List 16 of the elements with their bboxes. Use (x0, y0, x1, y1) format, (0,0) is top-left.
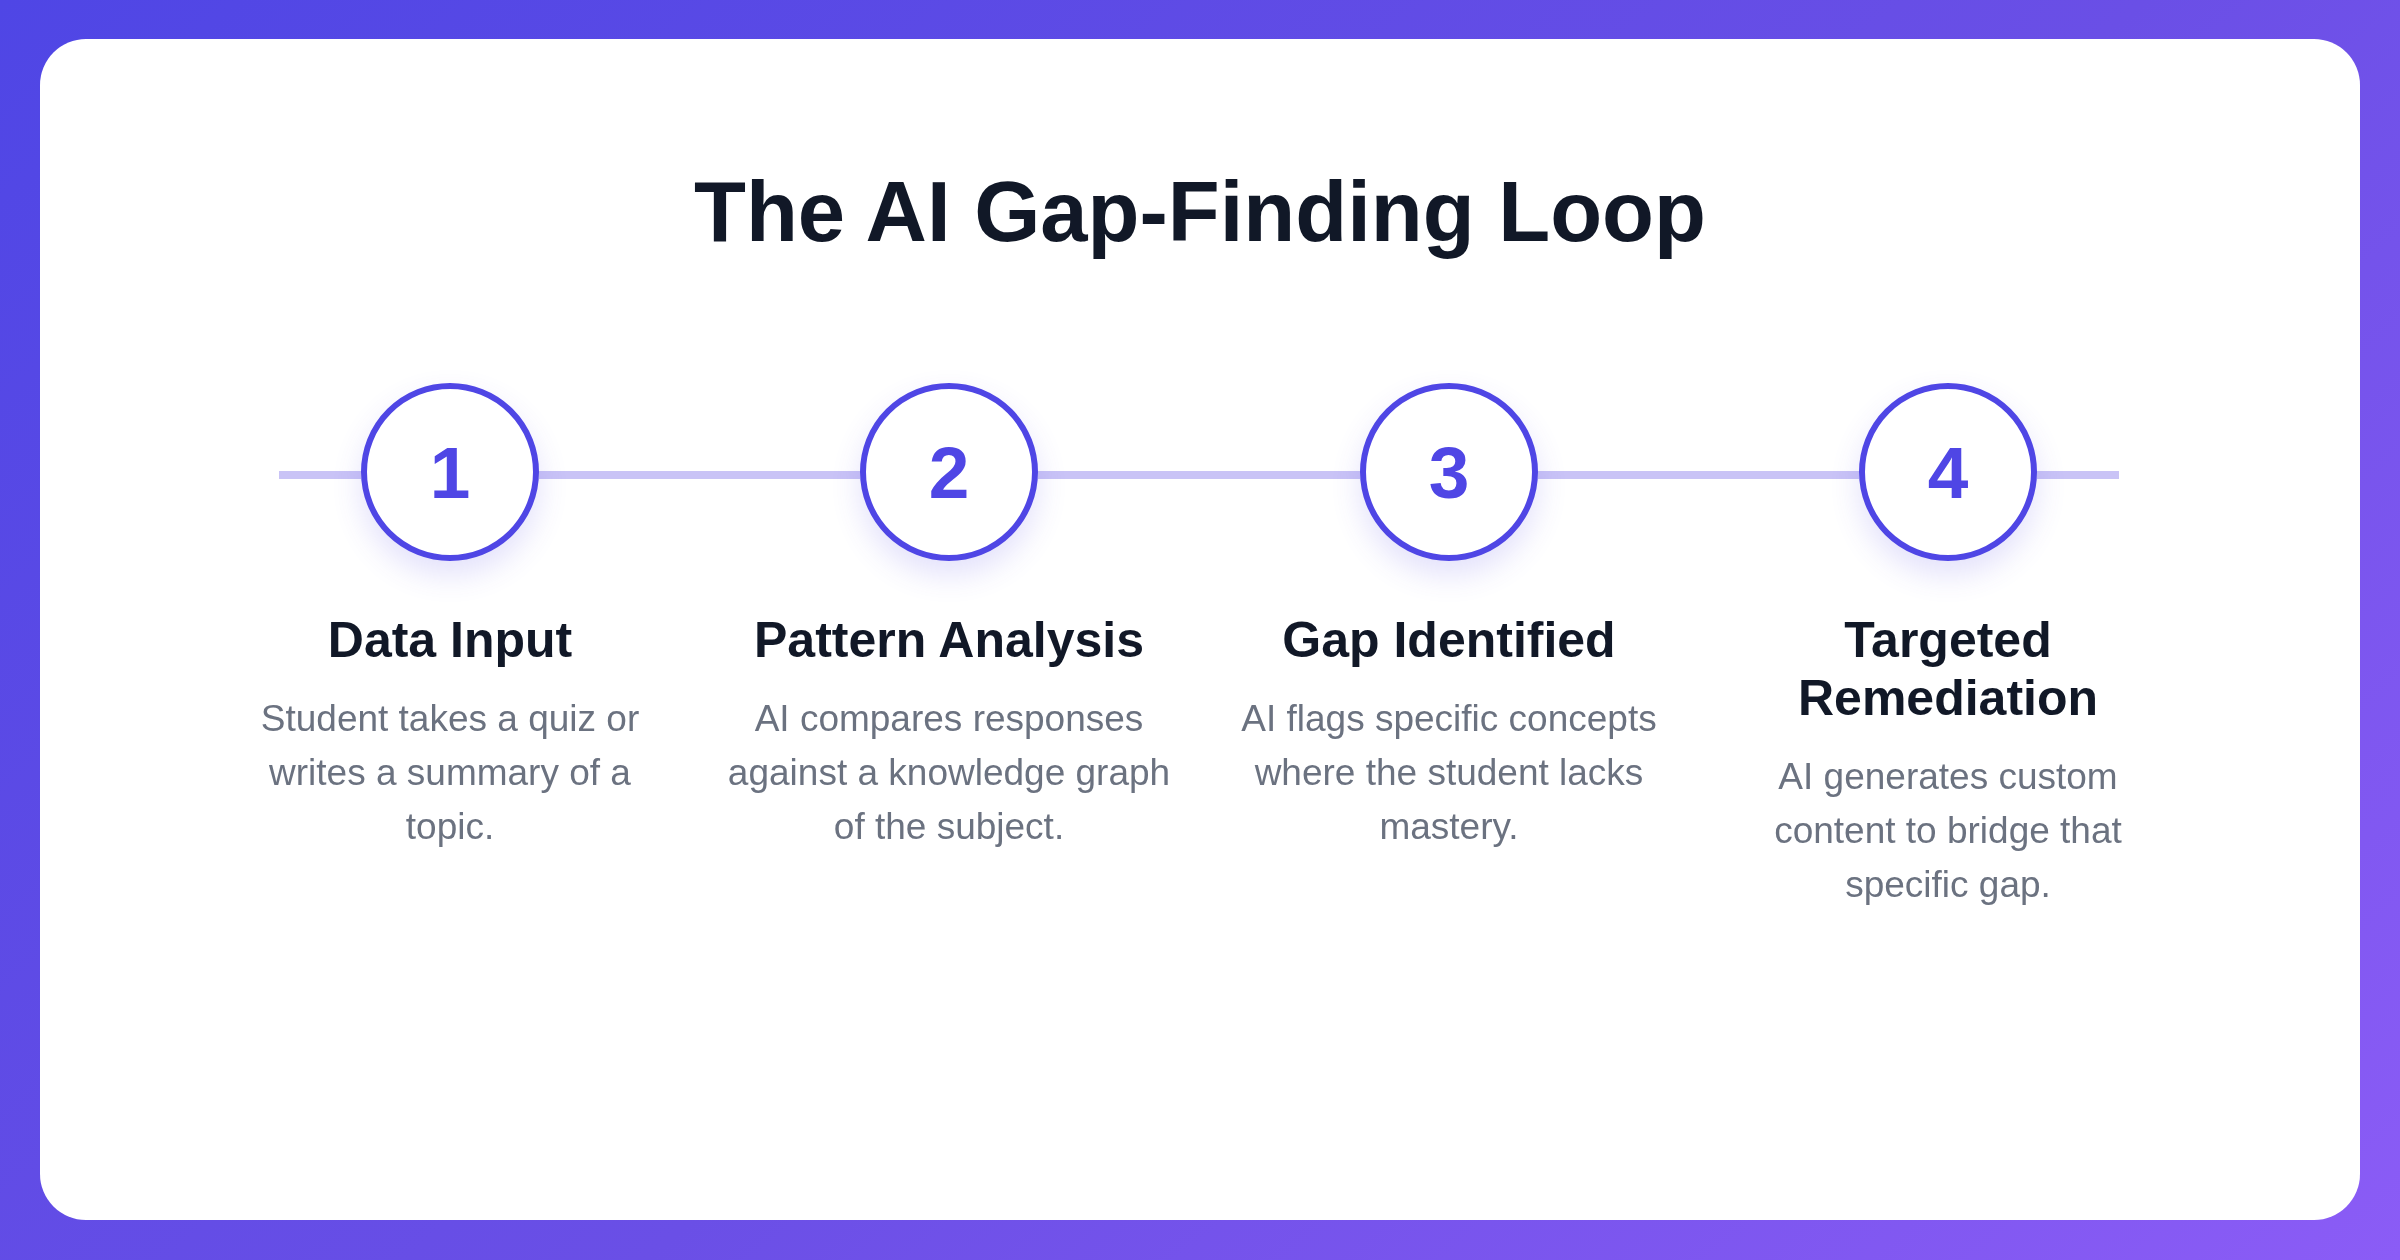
step-number: 4 (1927, 435, 1969, 509)
step-number: 2 (928, 435, 970, 509)
step-heading: Gap Identified (1281, 611, 1617, 669)
connector-line (1538, 471, 1859, 479)
step-number: 1 (429, 435, 471, 509)
connector-line (1038, 471, 1360, 479)
connector-line (539, 471, 860, 479)
step-description: Student takes a quiz or writes a summary of a topic. (259, 697, 641, 849)
step-number: 3 (1428, 435, 1470, 509)
step-heading: Data Input (326, 611, 574, 669)
step-heading: Targeted Remediation (1796, 611, 2100, 727)
diagram-title: The AI Gap-Finding Loop (694, 163, 1706, 261)
step-description: AI generates custom content to bridge that specific gap. (1773, 755, 2123, 907)
step-description: AI flags specific concepts where the student lacks mastery. (1240, 697, 1658, 849)
step-description: AI compares responses against a knowledge graph of the subject. (726, 697, 1172, 849)
step-heading: Pattern Analysis (753, 611, 1145, 669)
